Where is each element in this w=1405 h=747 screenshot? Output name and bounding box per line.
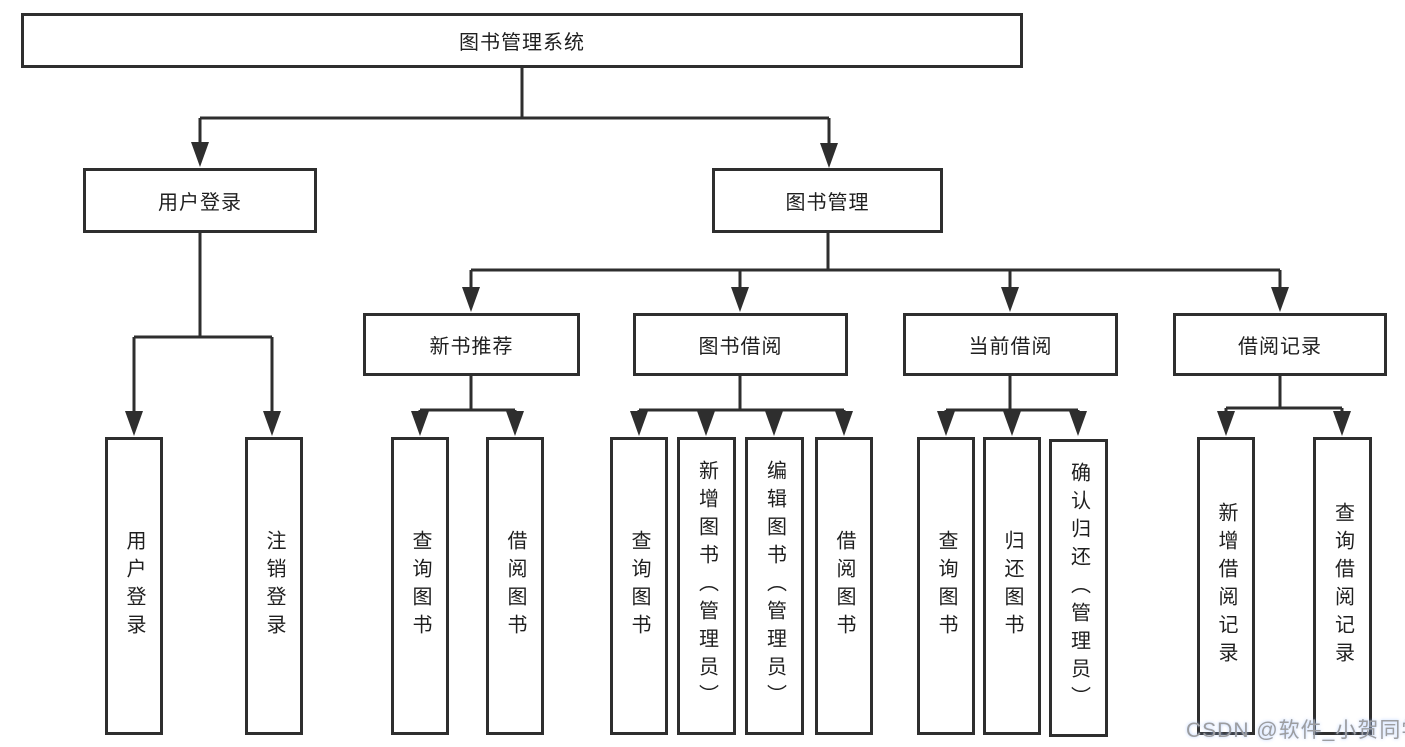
leaf-add-borrow-record: 新增借阅记录 bbox=[1197, 437, 1255, 735]
leaf-query-books-borrow: 查询图书 bbox=[610, 437, 668, 735]
arrowhead-icons bbox=[125, 142, 1351, 436]
leaf-edit-books-admin: 编辑图书（管理员） bbox=[745, 437, 804, 735]
leaf-add-books-admin: 新增图书（管理员） bbox=[677, 437, 736, 735]
node-root-system: 图书管理系统 bbox=[21, 13, 1023, 68]
leaf-query-books-recommend: 查询图书 bbox=[391, 437, 449, 735]
leaf-confirm-return-admin: 确认归还（管理员） bbox=[1049, 439, 1108, 737]
node-new-book-recommend: 新书推荐 bbox=[363, 313, 580, 376]
leaf-borrow-books: 借阅图书 bbox=[815, 437, 873, 735]
node-current-borrow: 当前借阅 bbox=[903, 313, 1118, 376]
leaf-query-borrow-record: 查询借阅记录 bbox=[1313, 437, 1372, 735]
node-user-login-module: 用户登录 bbox=[83, 168, 317, 233]
leaf-query-books-current: 查询图书 bbox=[917, 437, 975, 735]
leaf-logout: 注销登录 bbox=[245, 437, 303, 735]
node-book-management-module: 图书管理 bbox=[712, 168, 943, 233]
leaf-return-books: 归还图书 bbox=[983, 437, 1041, 735]
node-borrow-records: 借阅记录 bbox=[1173, 313, 1387, 376]
leaf-user-login: 用户登录 bbox=[105, 437, 163, 735]
leaf-borrow-books-recommend: 借阅图书 bbox=[486, 437, 544, 735]
connector-paths bbox=[132, 68, 1344, 420]
node-book-borrow: 图书借阅 bbox=[633, 313, 848, 376]
watermark-text: CSDN @软件_小贺同学 bbox=[1186, 719, 1405, 742]
